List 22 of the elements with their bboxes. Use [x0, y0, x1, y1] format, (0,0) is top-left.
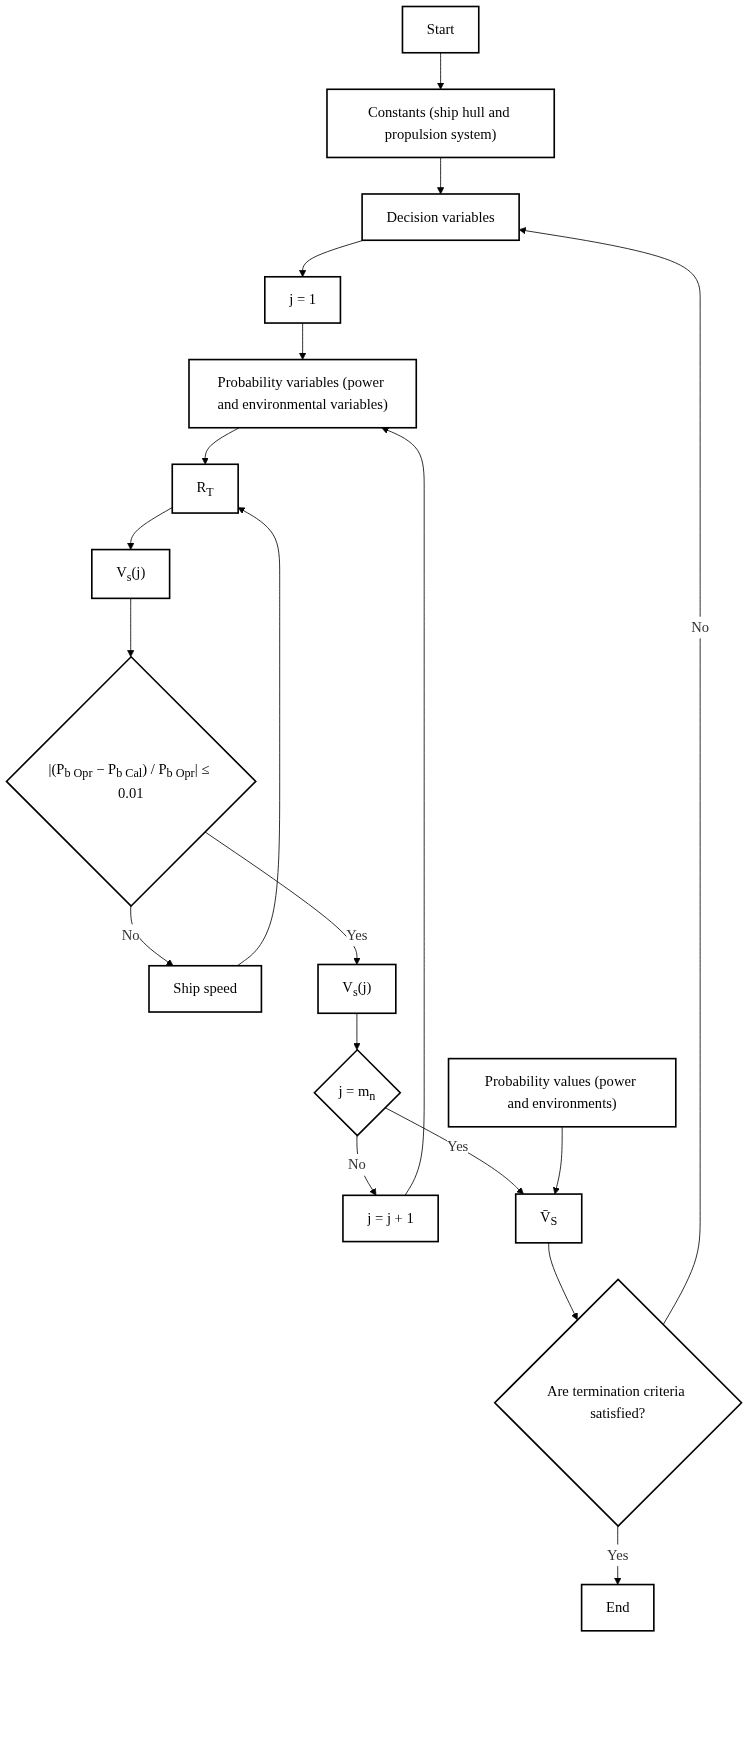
node-diamond: |(P$_{b Opr}$ − P$_{b Cal}$) / P$_{b Opr}$| ≤ 0.01 — [5, 655, 257, 908]
node-box: End — [580, 1583, 655, 1632]
node-box: V$_{s}$(j) — [91, 548, 171, 600]
edge-label: No — [691, 619, 710, 636]
node-box: j = 1 — [264, 275, 342, 324]
edge-label: No — [347, 1156, 366, 1173]
node-box: Probability values (power and environments) — [447, 1057, 677, 1128]
node-box: Ship speed — [148, 964, 263, 1013]
node-box: Start — [401, 5, 480, 54]
edge-label: No — [121, 926, 140, 943]
node-diamond: j = m$_{n}$ — [313, 1048, 402, 1137]
node-diamond: Are termination criteria satisfied? — [493, 1278, 743, 1528]
node-box: Probability variables (power and environmental variables) — [188, 358, 418, 429]
node-box: Constants (ship hull and propulsion system) — [326, 88, 556, 159]
node-box: j = j + 1 — [342, 1194, 439, 1243]
node-box: V̄$_{S}$ — [514, 1193, 583, 1244]
node-box: Decision variables — [361, 193, 520, 242]
edge-label: Yes — [447, 1137, 469, 1154]
node-box: V$_{s}$(j) — [317, 963, 397, 1015]
node-box: R$_{T}$ — [171, 463, 239, 514]
edge-label: Yes — [607, 1546, 629, 1564]
edge-label: Yes — [346, 926, 368, 943]
